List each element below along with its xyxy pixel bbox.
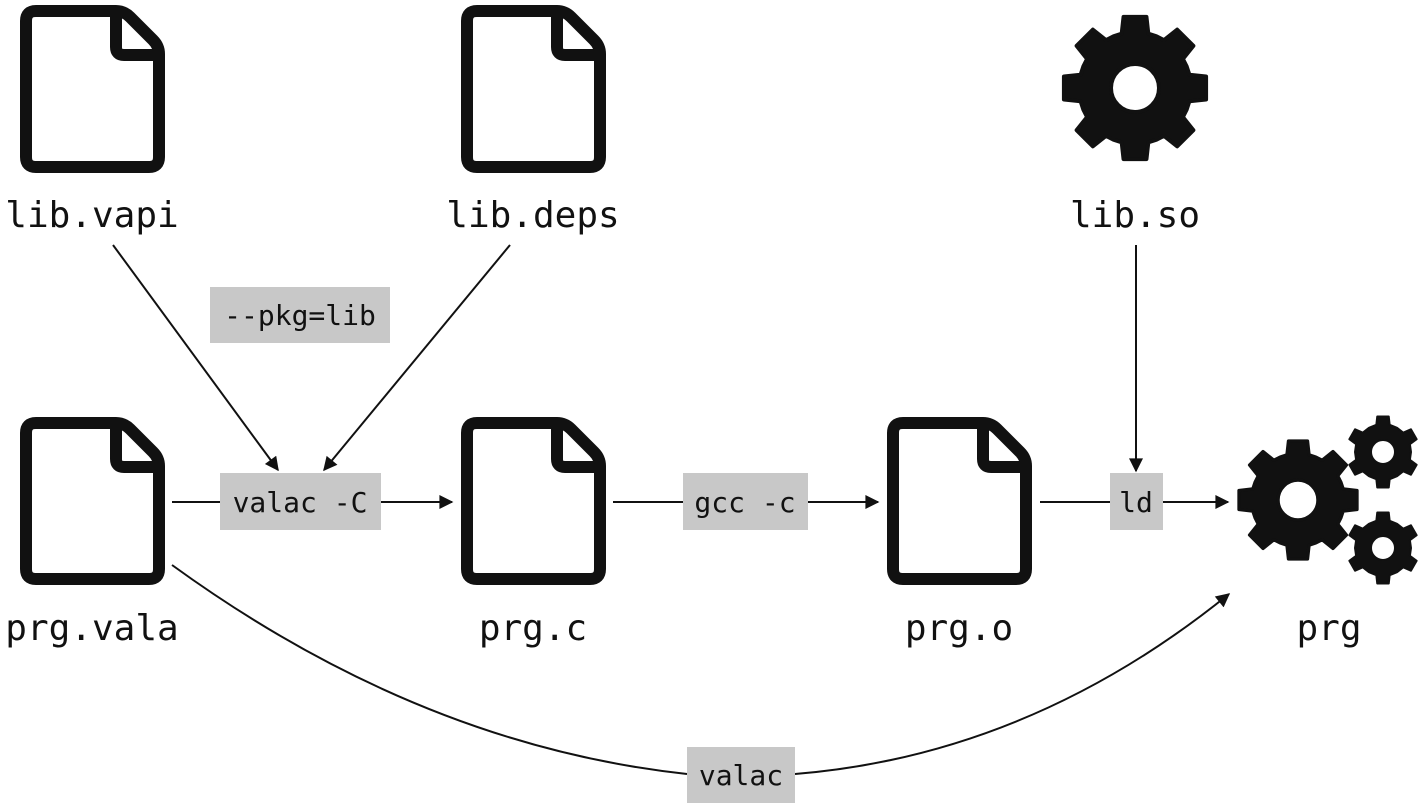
- node-lib-deps: lib.deps: [446, 11, 620, 236]
- label-box-ld: ld: [1110, 473, 1163, 530]
- node-label-lib-vapi: lib.vapi: [5, 195, 178, 236]
- label-box-valac: valac: [687, 747, 795, 803]
- node-label-prg-o: prg.o: [905, 608, 1013, 649]
- label-pkg: --pkg=lib: [224, 299, 376, 332]
- label-valac-c: valac -C: [233, 486, 368, 519]
- label-box-gcc-c: gcc -c: [683, 473, 808, 530]
- label-ld: ld: [1119, 486, 1153, 519]
- file-icon: [467, 11, 600, 167]
- file-icon: [26, 11, 159, 167]
- label-box-pkg: --pkg=lib: [210, 287, 390, 343]
- gears-icon: [1237, 415, 1418, 585]
- label-box-valac-c: valac -C: [220, 473, 381, 530]
- edge-prg-vala-to-prg-valac: [171, 564, 1229, 775]
- file-icon: [467, 423, 600, 579]
- node-label-prg-c: prg.c: [479, 608, 587, 649]
- label-gcc-c: gcc -c: [694, 486, 795, 519]
- edge-lib-deps-to-valac: [323, 244, 511, 472]
- node-label-prg-vala: prg.vala: [5, 608, 178, 649]
- node-label-lib-so: lib.so: [1070, 195, 1200, 236]
- gear-shape: [1061, 14, 1209, 162]
- node-prg-c: prg.c: [467, 423, 600, 649]
- node-lib-so: lib.so: [1061, 14, 1209, 236]
- file-icon: [26, 423, 159, 579]
- node-prg: prg: [1237, 415, 1418, 649]
- file-icon: [893, 423, 1026, 579]
- node-prg-vala: prg.vala: [5, 423, 179, 649]
- gear-shape: [1237, 439, 1359, 561]
- node-lib-vapi: lib.vapi: [5, 11, 179, 236]
- node-prg-o: prg.o: [893, 423, 1026, 649]
- label-valac: valac: [699, 759, 783, 792]
- gear-shape: [1348, 511, 1418, 585]
- gear-icon: [1061, 14, 1209, 162]
- gear-icon-small-bottom: [1348, 511, 1418, 585]
- gear-shape: [1348, 415, 1418, 489]
- node-label-lib-deps: lib.deps: [446, 195, 619, 236]
- gear-icon-large: [1237, 439, 1359, 561]
- edge-lib-vapi-to-valac: [112, 244, 279, 472]
- gear-icon-small-top: [1348, 415, 1418, 489]
- node-label-prg: prg: [1296, 608, 1361, 649]
